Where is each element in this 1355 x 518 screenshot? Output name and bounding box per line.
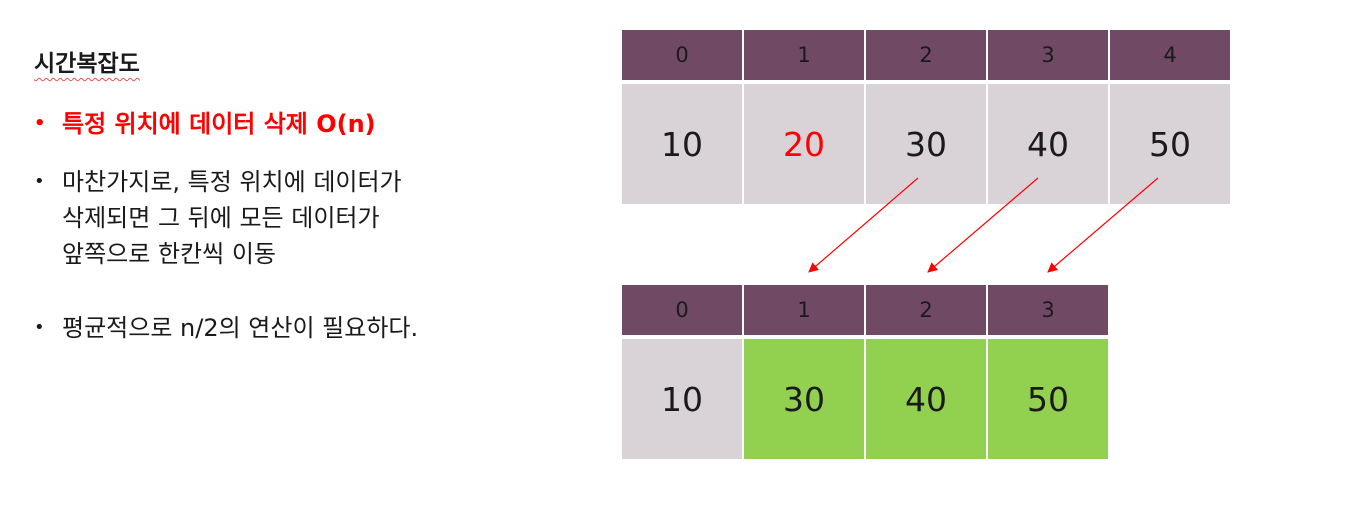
value-cell-before-2: 30	[866, 84, 986, 204]
bullet-text-3: 평균적으로 n/2의 연산이 필요하다.	[62, 314, 419, 342]
bullet-marker: •	[34, 171, 45, 192]
bullet-text-1: 특정 위치에 데이터 삭제 O(n)	[62, 110, 376, 138]
index-cell-before-3: 3	[988, 30, 1108, 80]
index-cell-after-3: 3	[988, 285, 1108, 335]
value-cell-after-0: 10	[622, 339, 742, 459]
value-cell-before-0: 10	[622, 84, 742, 204]
value-cell-after-3-shifted: 50	[988, 339, 1108, 459]
value-cell-before-4: 50	[1110, 84, 1230, 204]
value-cell-before-3: 40	[988, 84, 1108, 204]
index-cell-before-2: 2	[866, 30, 986, 80]
index-cell-before-0: 0	[622, 30, 742, 80]
bullet-marker: •	[34, 113, 46, 134]
shift-arrow-30	[808, 177, 919, 273]
index-cell-before-4: 4	[1110, 30, 1230, 80]
bullet-marker: •	[34, 317, 45, 338]
shift-arrow-40	[927, 177, 1039, 273]
index-cell-after-2: 2	[866, 285, 986, 335]
bullet-text-2: 마찬가지로, 특정 위치에 데이터가 삭제되면 그 뒤에 모든 데이터가 앞쪽으…	[62, 168, 402, 268]
page-title: 시간복잡도	[34, 51, 140, 77]
value-cell-before-1-deleted: 20	[744, 84, 864, 204]
index-cell-after-0: 0	[622, 285, 742, 335]
index-cell-before-1: 1	[744, 30, 864, 80]
index-cell-after-1: 1	[744, 285, 864, 335]
value-cell-after-1-shifted: 30	[744, 339, 864, 459]
shift-arrow-50	[1047, 177, 1159, 273]
value-cell-after-2-shifted: 40	[866, 339, 986, 459]
